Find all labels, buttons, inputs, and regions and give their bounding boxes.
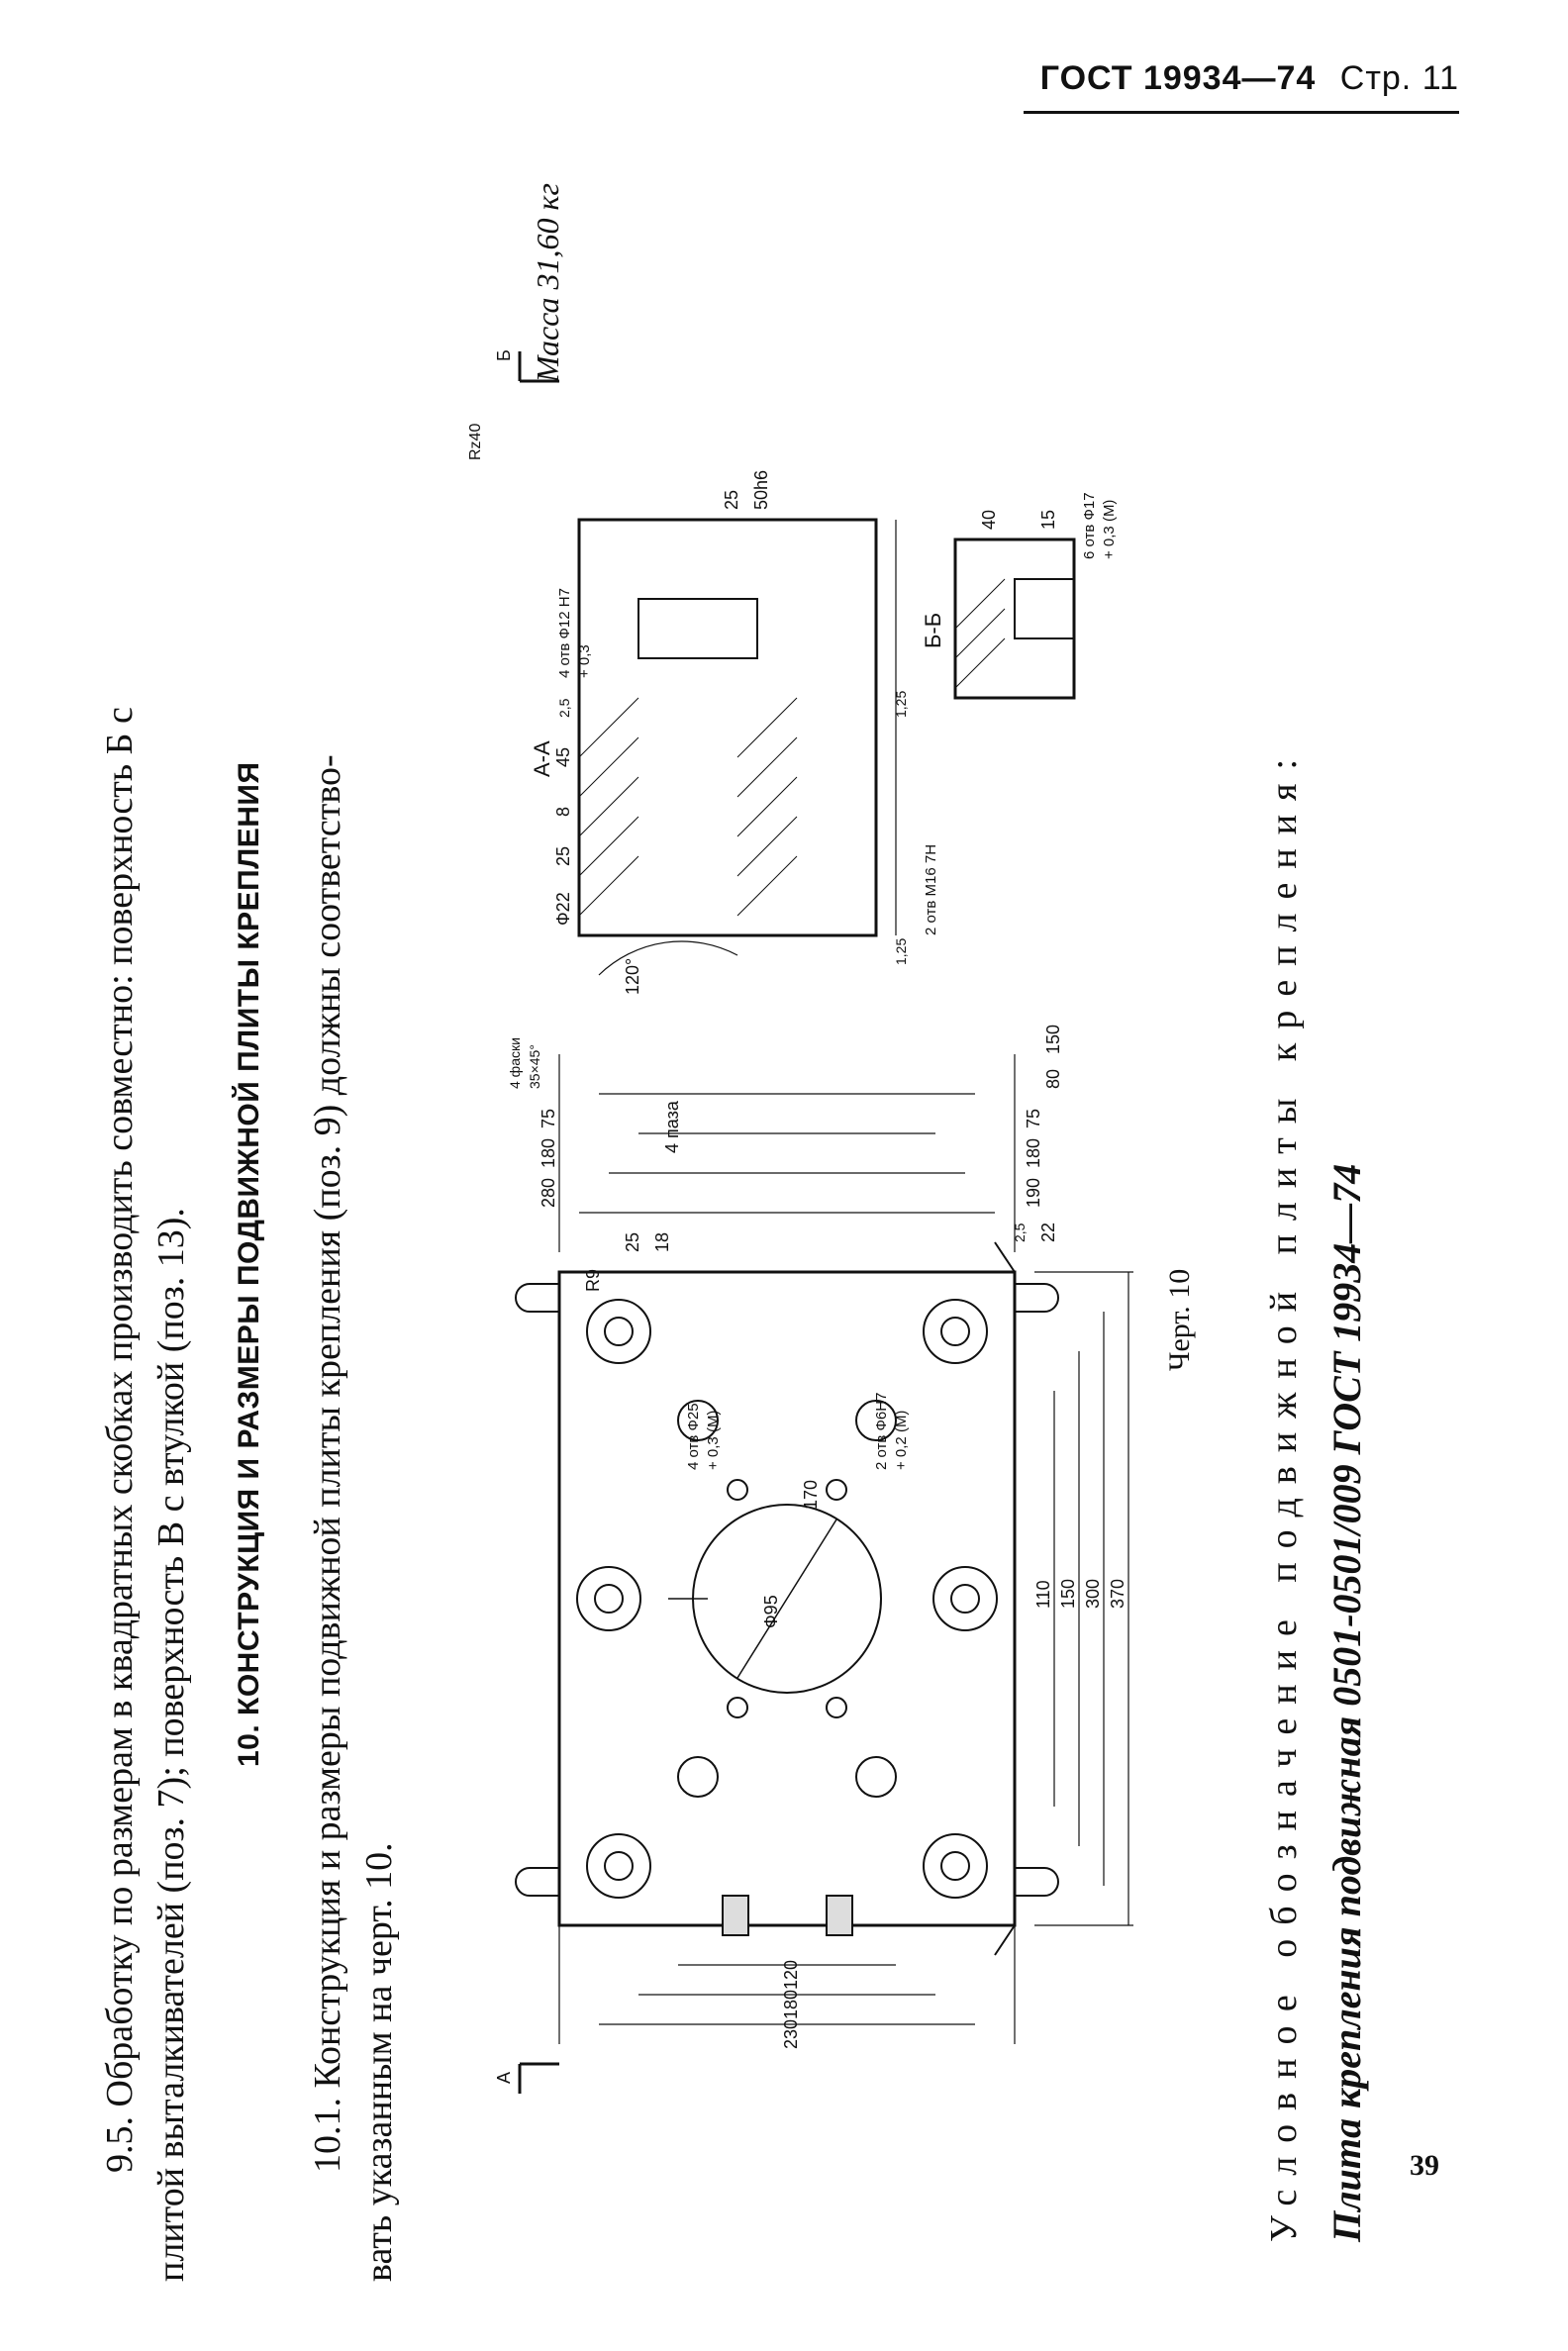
section-dim-50h6: 50h6	[751, 470, 771, 510]
section-dim-15: 15	[1038, 510, 1058, 530]
callout-tol-03b: + 0,3	[576, 644, 593, 678]
callout-tol-03: + 0,3 (M)	[705, 1411, 722, 1470]
page-number: 39	[1410, 2149, 1439, 2182]
dim-bottom-3: 370	[1108, 1579, 1127, 1609]
dim-right-bottom-5: 22	[1038, 1223, 1058, 1242]
roughness-125a: 1,25	[893, 938, 909, 965]
dim-right-bottom-0: 190	[1024, 1178, 1043, 1208]
roughness-125b: 1,25	[893, 691, 909, 718]
dim-right-top-2: 75	[539, 1109, 558, 1128]
section-dim-40: 40	[979, 510, 999, 530]
dim-misc-0: 25	[623, 1232, 642, 1252]
roughness-25: 2,5	[1012, 1223, 1028, 1242]
section-mark-a: А	[494, 2072, 514, 2084]
plate-plan-view	[515, 1241, 1059, 1956]
standard-number: ГОСТ 19934—74	[1039, 59, 1317, 97]
paragraph-9-5-line-2: плитой выталкивателей (поз. 7); поверхно…	[150, 1208, 192, 2282]
dim-right-top-1: 180	[539, 1138, 558, 1168]
callout-holes-12h7: 4 отв Ф12 Н7	[556, 588, 573, 678]
dim-center-170: 170	[801, 1480, 821, 1510]
dimensions-bottom	[1034, 1271, 1133, 1926]
section-dim-45: 45	[553, 747, 573, 767]
dim-right-bottom-1: 180	[1024, 1138, 1043, 1168]
dimensions-left	[558, 1925, 1016, 2044]
dim-misc-2: R9	[583, 1269, 603, 1292]
dim-right-top-3: 35×45°	[527, 1044, 542, 1089]
callout-holes-6h7: 2 отв Ф6Н7	[873, 1393, 890, 1470]
dimensions-right	[558, 1054, 1016, 1252]
dim-right-bottom-2: 75	[1024, 1109, 1043, 1128]
rotated-content: 9.5. Обработку по размерам в квадратных …	[74, 144, 1421, 2282]
page-header: ГОСТ 19934—74 Стр. 11	[1040, 59, 1459, 98]
dim-right-top-4: 4 фаски	[507, 1037, 523, 1089]
dim-left-1: 180	[781, 1990, 801, 2019]
callout-holes-m16: 2 отв М16 7Н	[923, 844, 939, 935]
designation-label: Условное обозначение подвижной плиты кре…	[1263, 744, 1305, 2242]
section-dim-25r: 2,5	[556, 698, 572, 718]
section-dim-8: 8	[553, 807, 573, 817]
paragraph-10-1-line-2: вать указанным на черт. 10.	[358, 1842, 400, 2282]
dim-left-2: 120	[781, 1960, 801, 1990]
figure-caption: Черт. 10	[1163, 1268, 1196, 1371]
designation-example: Плита крепления подвижная 0501-0501/009 …	[1324, 1163, 1369, 2242]
section-title: 10. КОНСТРУКЦИЯ И РАЗМЕРЫ ПОДВИЖНОЙ ПЛИТ…	[233, 761, 265, 1767]
page-reference: Стр. 11	[1339, 59, 1459, 97]
section-bb-view	[953, 538, 1076, 700]
roughness-main: Rz40	[467, 424, 484, 460]
paragraph-9-5-line-1: 9.5. Обработку по размерам в квадратных …	[99, 707, 141, 2173]
dim-left-0: 230	[781, 2019, 801, 2049]
section-dim-25b: 25	[722, 490, 741, 510]
dim-bottom-2: 300	[1083, 1579, 1103, 1609]
view-label-bb: Б-Б	[921, 613, 945, 648]
dim-right-top-0: 280	[539, 1178, 558, 1208]
dim-center-diameter: Ф95	[761, 1595, 781, 1628]
dim-bottom-1: 150	[1058, 1579, 1078, 1609]
section-dim-25: 25	[553, 846, 573, 866]
callout-tol-03c: + 0,3 (M)	[1101, 500, 1118, 559]
callout-holes-17: 6 отв Ф17	[1081, 492, 1098, 559]
callout-tol-02: + 0,2 (M)	[893, 1411, 910, 1470]
dim-misc-1: 18	[652, 1232, 672, 1252]
section-marks	[518, 351, 559, 2094]
section-dim-d22: Ф22	[553, 892, 573, 926]
dim-right-bottom-3: 80	[1043, 1069, 1063, 1089]
section-dim-angle: 120°	[623, 958, 642, 995]
technical-drawing: А Б А-А Б-Б Rz40 1,25 1,25 2,5 230 180 1…	[467, 349, 1133, 2094]
callout-holes-25: 4 отв Ф25	[685, 1403, 702, 1470]
header-rule	[1024, 111, 1459, 114]
section-mark-b: Б	[494, 349, 514, 361]
dim-misc-3: 4 паза	[662, 1100, 682, 1153]
dim-bottom-0: 110	[1033, 1580, 1053, 1609]
view-label-aa: А-А	[530, 740, 554, 777]
section-aa-view	[577, 518, 897, 976]
dim-right-bottom-4: 150	[1043, 1025, 1063, 1054]
paragraph-10-1-line-1: 10.1. Конструкция и размеры подвижной пл…	[307, 754, 348, 2173]
